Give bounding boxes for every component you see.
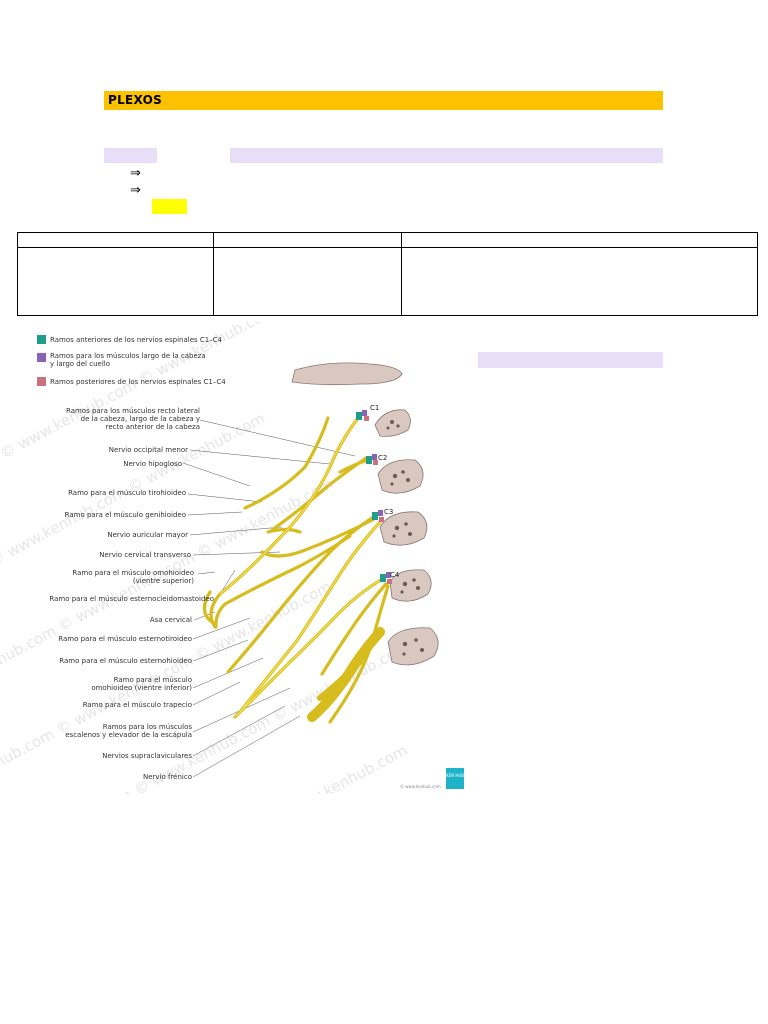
table-cell (17, 247, 214, 316)
vertebra-c5-icon (387, 627, 439, 666)
arrow-bullet-1: ⇒ (130, 166, 141, 181)
yellow-highlight (152, 199, 187, 214)
kenhub-logo-icon (446, 768, 464, 789)
kenhub-logo-text: KEN HUB (446, 773, 464, 778)
brachial-branch (317, 659, 363, 701)
vertebra-c2-icon (377, 459, 424, 494)
skull-base-bone (291, 362, 403, 386)
highlight-block-left (104, 148, 157, 163)
label-supraclaviculares: Nervios supraclaviculares (102, 752, 192, 760)
vertebra-label-c2: C2 (378, 454, 387, 462)
legend-swatch-posterior (37, 377, 46, 386)
table-cell (401, 247, 758, 316)
kenhub-credit: © www.kenhub.com (400, 784, 441, 789)
vertebra-label-c3: C3 (384, 508, 393, 516)
legend-text-longus: Ramos para los músculos largo de la cabe… (50, 352, 206, 368)
table-header-row (17, 232, 758, 248)
label-escalenos: Ramos para los músculos escalenos y elev… (65, 723, 192, 739)
table-cell (213, 232, 402, 248)
cervical-plexus-illustration: www.kenhub.com © www.kenhub.com © www.ke… (0, 322, 464, 794)
highlight-block-wide (230, 148, 663, 163)
vertebrae (374, 409, 439, 666)
label-occipital-menor: Nervio occipital menor (108, 446, 188, 454)
nerve-highlights (219, 417, 385, 718)
label-genihioideo: Ramo para el músculo genihioideo (64, 511, 186, 519)
vertebra-texture (386, 420, 424, 656)
label-hipogloso: Nervio hipogloso (123, 460, 182, 468)
legend-swatch-anterior (37, 335, 46, 344)
label-esternohioideo: Ramo para el músculo esternohioideo (59, 657, 192, 665)
label-auricular-mayor: Nervio auricular mayor (107, 531, 188, 539)
content-table (17, 232, 758, 316)
section-title-bar: PLEXOS (104, 91, 663, 110)
vertebra-label-c1: C1 (370, 404, 379, 412)
label-cervical-transverso: Nervio cervical transverso (99, 551, 191, 559)
label-esternotiroideo: Ramo para el músculo esternotiroideo (58, 635, 192, 643)
section-title: PLEXOS (108, 93, 163, 107)
vertebra-c3-icon (379, 511, 428, 546)
label-omohioideo-inferior: Ramo para el músculo omohioideo (vientre… (91, 676, 192, 692)
root-markers (356, 410, 392, 584)
arrow-bullet-2: ⇒ (130, 183, 141, 198)
label-trapecio: Ramo para el músculo trapecio (82, 701, 192, 709)
label-frenico: Nervio frénico (142, 773, 192, 781)
label-asa-cervical: Asa cervical (149, 616, 192, 624)
legend-text-posterior: Ramos posteriores de los nervios espinal… (50, 378, 226, 386)
legend-text-anterior: Ramos anteriores de los nervios espinale… (50, 336, 223, 344)
label-omohioideo-superior: Ramo para el músculo omohioideo (vientre… (72, 569, 194, 585)
legend-swatch-longus (37, 353, 46, 362)
table-cell (401, 232, 758, 248)
label-recto-lateral: Ramos para los músculos recto lateral de… (65, 407, 200, 431)
cervical-plexus-figure: www.kenhub.com © www.kenhub.com © www.ke… (0, 322, 470, 794)
highlight-block-right (478, 352, 663, 368)
table-cell (17, 232, 214, 248)
vertebra-label-c4: C4 (390, 571, 400, 579)
label-esternocleidomastoideo: Ramo para el músculo esternocleidomastoi… (49, 595, 214, 603)
vertebra-c4-icon (389, 569, 432, 602)
label-tirohioideo: Ramo para el músculo tirohioideo (68, 489, 186, 497)
table-cell (213, 247, 402, 316)
table-row (17, 247, 758, 316)
